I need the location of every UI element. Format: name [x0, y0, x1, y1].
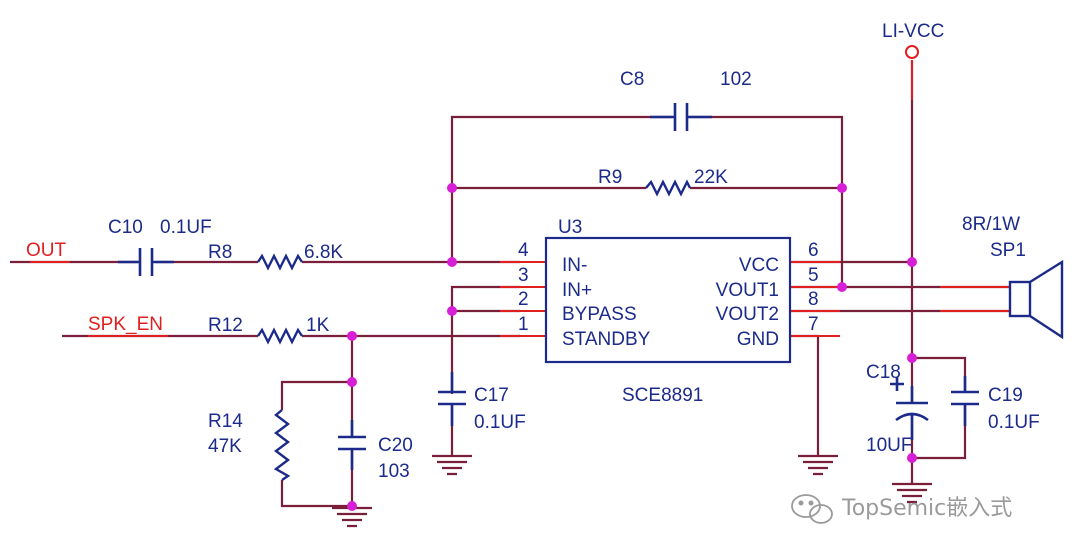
- wire-gnd-pin: [790, 334, 820, 456]
- ic-part: SCE8891: [622, 385, 703, 406]
- pin-num: 3: [518, 265, 529, 286]
- r12-symbol: [257, 327, 303, 345]
- junction: [447, 257, 457, 267]
- r14-value: 47K: [208, 436, 242, 457]
- junction: [447, 183, 457, 193]
- pin-name: VOUT1: [716, 280, 779, 301]
- pin-num: 8: [808, 289, 819, 310]
- speaker-magnet: [1008, 280, 1032, 318]
- c17-symbol: [438, 372, 466, 426]
- junction: [907, 353, 917, 363]
- c20-symbol: [338, 420, 366, 470]
- junction: [837, 282, 847, 292]
- wire-in-plus: [450, 285, 520, 394]
- pin-num: 1: [518, 314, 529, 335]
- wechat-icon: [791, 494, 833, 524]
- r9-ref: R9: [598, 167, 622, 188]
- capacitors: [118, 103, 979, 470]
- junctions: [347, 183, 917, 511]
- junction: [447, 306, 457, 316]
- gnd-c17-icon: [432, 454, 472, 476]
- r9-value: 22K: [694, 167, 728, 188]
- pin-name: VOUT2: [716, 304, 779, 325]
- gnd-pin7-icon: [798, 454, 838, 476]
- pin-name: IN+: [562, 280, 592, 301]
- r9-symbol: [645, 179, 692, 197]
- pin-name: GND: [737, 329, 779, 350]
- c18-value: 10UF: [866, 435, 912, 456]
- pin-num: 2: [518, 289, 529, 310]
- junction: [347, 377, 357, 387]
- resistors: [257, 179, 692, 481]
- wire-r14-c20: [280, 336, 354, 508]
- junction: [907, 257, 917, 267]
- c18-plus-icon: [890, 377, 904, 391]
- speaker-sp1: [1008, 259, 1064, 340]
- c20-ref: C20: [378, 435, 413, 456]
- pin-name: BYPASS: [562, 304, 637, 325]
- r12-value: 1K: [306, 315, 330, 336]
- ic-right-pins: [790, 261, 840, 337]
- c10-value: 0.1UF: [160, 217, 212, 238]
- pin-name: IN-: [562, 255, 587, 276]
- wire-c18-c19: [910, 356, 967, 484]
- pin-num: 5: [808, 265, 819, 286]
- pin-num: 6: [808, 240, 819, 261]
- r8-value: 6.8K: [304, 242, 343, 263]
- pin-num: 7: [808, 314, 819, 335]
- pin-name: STANDBY: [562, 329, 651, 350]
- net-label-li-vcc: LI-VCC: [882, 21, 944, 42]
- watermark-text: TopSemic嵌入式: [841, 496, 1012, 521]
- pin-name: VCC: [739, 255, 779, 276]
- c19-value: 0.1UF: [988, 412, 1040, 433]
- sp1-ref: SP1: [990, 240, 1026, 261]
- junction: [837, 183, 847, 193]
- watermark: TopSemic嵌入式: [791, 494, 1012, 524]
- c8-value: 102: [720, 69, 752, 90]
- r14-symbol: [273, 409, 291, 481]
- c10-ref: C10: [108, 217, 143, 238]
- c20-value: 103: [378, 461, 410, 482]
- r8-symbol: [257, 253, 303, 271]
- junction: [347, 501, 357, 511]
- c18-ref: C18: [866, 362, 901, 383]
- gnd-c18-icon: [892, 482, 932, 504]
- c8-ref: C8: [620, 69, 644, 90]
- c10-symbol: [118, 248, 174, 276]
- r12-ref: R12: [208, 315, 243, 336]
- ic-left-pins: [500, 261, 546, 337]
- net-label-spk-en: SPK_EN: [88, 314, 163, 335]
- ic-u3-body: [544, 236, 792, 364]
- c19-ref: C19: [988, 385, 1023, 406]
- r14-ref: R14: [208, 411, 243, 432]
- speaker-leads: [940, 286, 1010, 312]
- c8-symbol: [650, 103, 712, 131]
- net-label-out: OUT: [26, 240, 67, 261]
- c17-value: 0.1UF: [474, 412, 526, 433]
- r8-ref: R8: [208, 242, 232, 263]
- wires: [10, 60, 1010, 508]
- sp1-value: 8R/1W: [962, 214, 1020, 235]
- speaker-cone: [1029, 259, 1064, 340]
- net-highlights: [30, 60, 1010, 337]
- c17-ref: C17: [474, 385, 509, 406]
- vcc-terminal-icon: [905, 45, 919, 59]
- c19-symbol: [951, 376, 979, 426]
- junction: [907, 453, 917, 463]
- pin-num: 4: [518, 240, 529, 261]
- ic-ref: U3: [558, 217, 582, 238]
- wire-feedback-c8: [450, 115, 844, 287]
- junction: [347, 331, 357, 341]
- c18-symbol: [895, 386, 929, 440]
